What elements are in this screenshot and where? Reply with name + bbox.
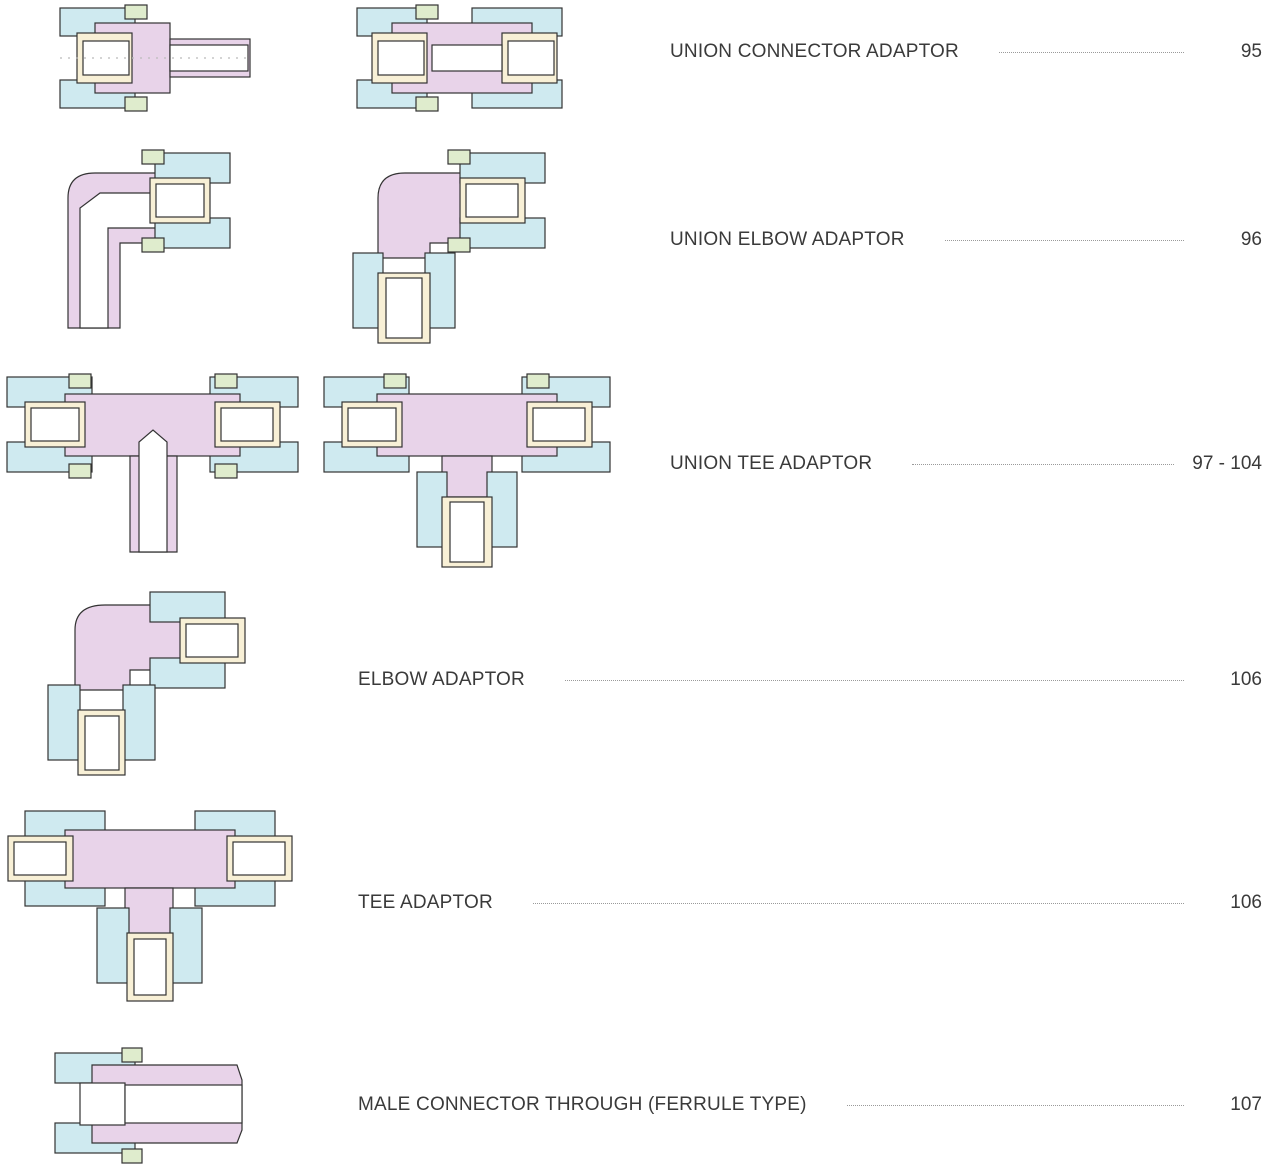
entry-label: UNION ELBOW ADAPTOR bbox=[670, 229, 905, 250]
union-connector-adaptor-drawing-b bbox=[356, 4, 563, 112]
union-tee-adaptor-drawing-a bbox=[6, 373, 299, 553]
union-tee-adaptor-drawing-b bbox=[323, 373, 611, 568]
entry-label: TEE ADAPTOR bbox=[358, 892, 493, 913]
entry-page-number: 106 bbox=[1230, 669, 1262, 690]
elbow-adaptor-drawing bbox=[47, 591, 246, 776]
dot-leader bbox=[846, 1104, 1184, 1106]
toc-entry-union-tee-adaptor[interactable]: UNION TEE ADAPTOR 97 - 104 bbox=[670, 452, 1262, 476]
dot-leader bbox=[912, 463, 1175, 465]
entry-page-number: 106 bbox=[1230, 892, 1262, 913]
union-elbow-adaptor-drawing-b bbox=[352, 149, 546, 344]
entry-label: UNION TEE ADAPTOR bbox=[670, 453, 873, 474]
union-connector-adaptor-drawing-a bbox=[59, 4, 251, 112]
toc-entry-male-connector-through[interactable]: MALE CONNECTOR THROUGH (FERRULE TYPE) 10… bbox=[358, 1093, 1262, 1117]
male-connector-through-drawing bbox=[54, 1047, 243, 1164]
union-elbow-adaptor-drawing-a bbox=[67, 149, 231, 329]
dot-leader bbox=[532, 902, 1184, 904]
entry-page-number: 95 bbox=[1240, 41, 1262, 62]
toc-entry-elbow-adaptor[interactable]: ELBOW ADAPTOR 106 bbox=[358, 668, 1262, 692]
tee-adaptor-drawing bbox=[7, 810, 293, 1002]
dot-leader bbox=[564, 679, 1184, 681]
dot-leader bbox=[944, 239, 1184, 241]
entry-page-number: 96 bbox=[1240, 229, 1262, 250]
entry-page-number: 107 bbox=[1230, 1094, 1262, 1115]
entry-label: ELBOW ADAPTOR bbox=[358, 669, 525, 690]
toc-entry-union-connector-adaptor[interactable]: UNION CONNECTOR ADAPTOR 95 bbox=[670, 40, 1262, 64]
dot-leader bbox=[998, 51, 1184, 53]
entry-page-number: 97 - 104 bbox=[1192, 453, 1262, 474]
toc-entry-tee-adaptor[interactable]: TEE ADAPTOR 106 bbox=[358, 891, 1262, 915]
toc-entry-union-elbow-adaptor[interactable]: UNION ELBOW ADAPTOR 96 bbox=[670, 228, 1262, 252]
entry-label: UNION CONNECTOR ADAPTOR bbox=[670, 41, 959, 62]
entry-label: MALE CONNECTOR THROUGH (FERRULE TYPE) bbox=[358, 1094, 807, 1115]
